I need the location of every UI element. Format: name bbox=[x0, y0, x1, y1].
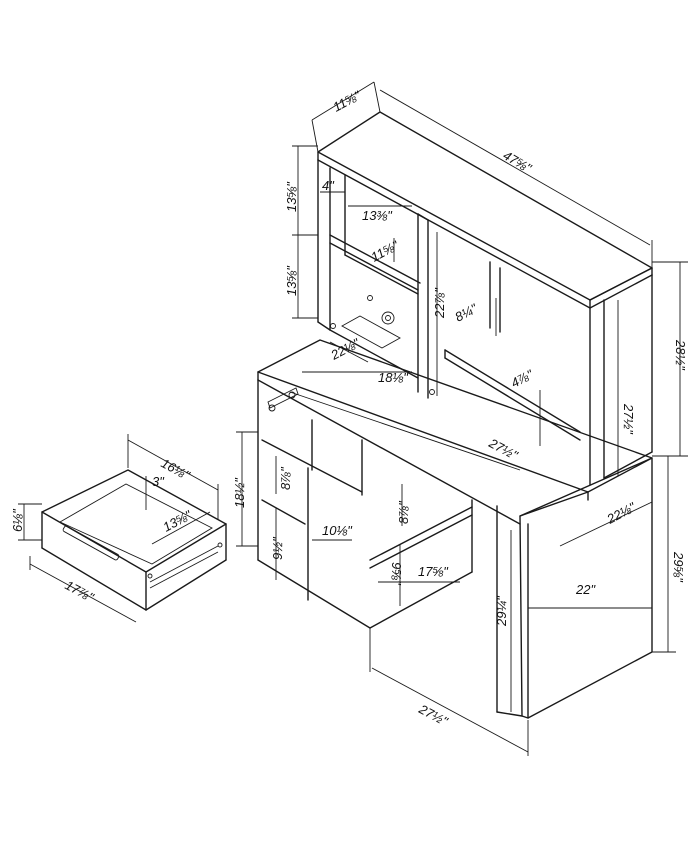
left-cabinet-height-label: 18½" bbox=[232, 477, 247, 508]
desk-drawing bbox=[257, 339, 653, 719]
shelf-clearance-label: 8¼" bbox=[452, 300, 480, 325]
right-compartment-label: 8⅞" bbox=[396, 500, 411, 524]
total-hutch-height-label: 28½" bbox=[673, 339, 688, 371]
inner-depth-desk-label: 22" bbox=[575, 582, 596, 597]
hutch-base-width-label: 18⅛" bbox=[378, 370, 409, 385]
hutch-drawing bbox=[317, 111, 653, 486]
drawer-front-width-label: 17⅞" bbox=[63, 577, 98, 605]
inner-depth-label: 4⅞" bbox=[508, 366, 536, 391]
drawer-inset-label: 3" bbox=[152, 474, 165, 489]
cubby-inner-height-label: 4" bbox=[322, 178, 335, 193]
dimension-labels: 11⅝" 47⅝" 13⅝" 13⅝" 4" 13⅜" 11⅝" 22⅞" 8¼… bbox=[10, 87, 688, 729]
cubby-width-label: 13⅜" bbox=[362, 208, 393, 223]
cable-grommet-area bbox=[341, 315, 401, 349]
drawer-inner bbox=[59, 483, 213, 565]
hutch-lower-cubby-label: 13⅝" bbox=[284, 265, 299, 296]
drawer-handle-icon bbox=[62, 525, 120, 561]
hutch-upper-cubby-label: 13⅝" bbox=[284, 181, 299, 212]
side-depth-label: 22⅛" bbox=[603, 499, 639, 527]
opening-height-label: 22⅞" bbox=[432, 287, 447, 319]
dimension-lines bbox=[18, 81, 688, 756]
desk-top-width-label: 27½" bbox=[486, 435, 522, 463]
hutch-width-label: 47⅝" bbox=[501, 148, 536, 177]
right-height-label: 27½" bbox=[621, 403, 636, 435]
shelf-width-label: 17⅝" bbox=[418, 564, 449, 579]
cubby-depth-label: 11⅝" bbox=[368, 237, 402, 264]
grommet-icon bbox=[381, 311, 395, 325]
desk-total-height-label: 29⅝" bbox=[671, 551, 686, 583]
drawer-height-label: 6⅛" bbox=[10, 508, 25, 532]
small-compartment-label: 8⅞" bbox=[278, 466, 293, 490]
desk-right-panel bbox=[519, 457, 653, 719]
small-lower-label: 9½" bbox=[270, 536, 285, 560]
bottom-width-label: 27½" bbox=[416, 701, 452, 729]
drawer-drawing bbox=[41, 469, 227, 611]
leg-height-label: 29¼" bbox=[494, 595, 509, 627]
right-lower-label: 9⅝" bbox=[389, 562, 404, 586]
compartment-width-label: 10⅛" bbox=[322, 523, 353, 538]
